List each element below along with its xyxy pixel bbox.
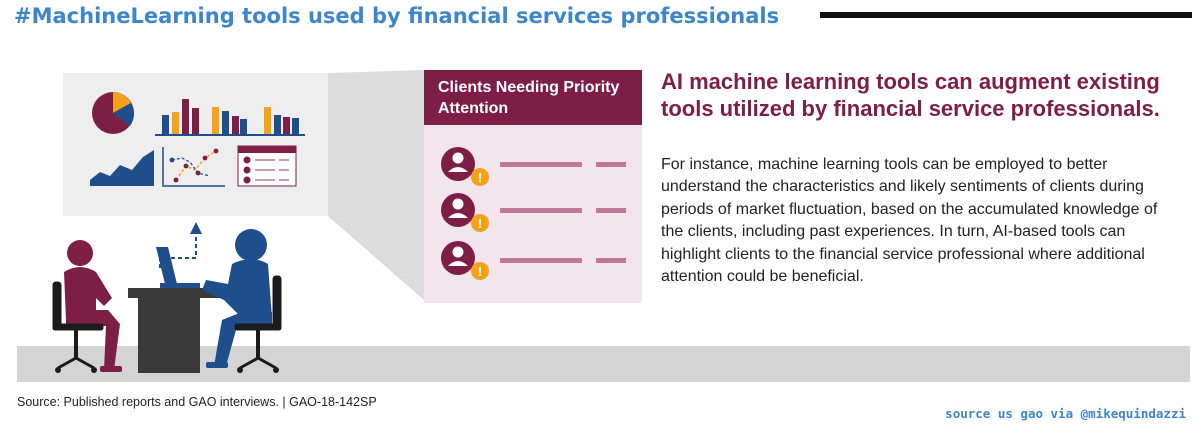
client-row: ! — [441, 193, 626, 232]
alert-badge-icon: ! — [478, 170, 482, 185]
area-chart-icon — [90, 150, 154, 186]
bar-chart-icon — [155, 99, 305, 136]
laptop-icon — [156, 247, 200, 289]
pie-chart-icon — [92, 92, 134, 134]
desk-icon — [128, 288, 232, 373]
headline-title: #MachineLearning tools used by financial… — [14, 4, 780, 28]
alert-badge-icon: ! — [478, 216, 482, 231]
dashboard-panel — [63, 73, 328, 216]
client-row: ! — [441, 147, 626, 186]
chair-left-icon — [52, 281, 104, 373]
client-list-icon — [237, 145, 297, 187]
article-title: AI machine learning tools can augment ex… — [661, 69, 1160, 121]
zoom-connector — [328, 70, 424, 300]
client-row: ! — [441, 241, 626, 280]
scatter-plot-icon — [162, 147, 225, 187]
source-note: Source: Published reports and GAO interv… — [17, 395, 377, 409]
credit-link: source us gao via @mikequindazzi — [945, 406, 1186, 421]
article-body: For instance, machine learning tools can… — [661, 156, 1158, 286]
headline-rule — [820, 12, 1192, 18]
dashed-arrow-icon — [159, 222, 202, 268]
alert-badge-icon: ! — [478, 264, 482, 279]
card-title: Clients Needing Priority Attention — [438, 79, 620, 117]
chair-right-icon — [234, 275, 282, 373]
